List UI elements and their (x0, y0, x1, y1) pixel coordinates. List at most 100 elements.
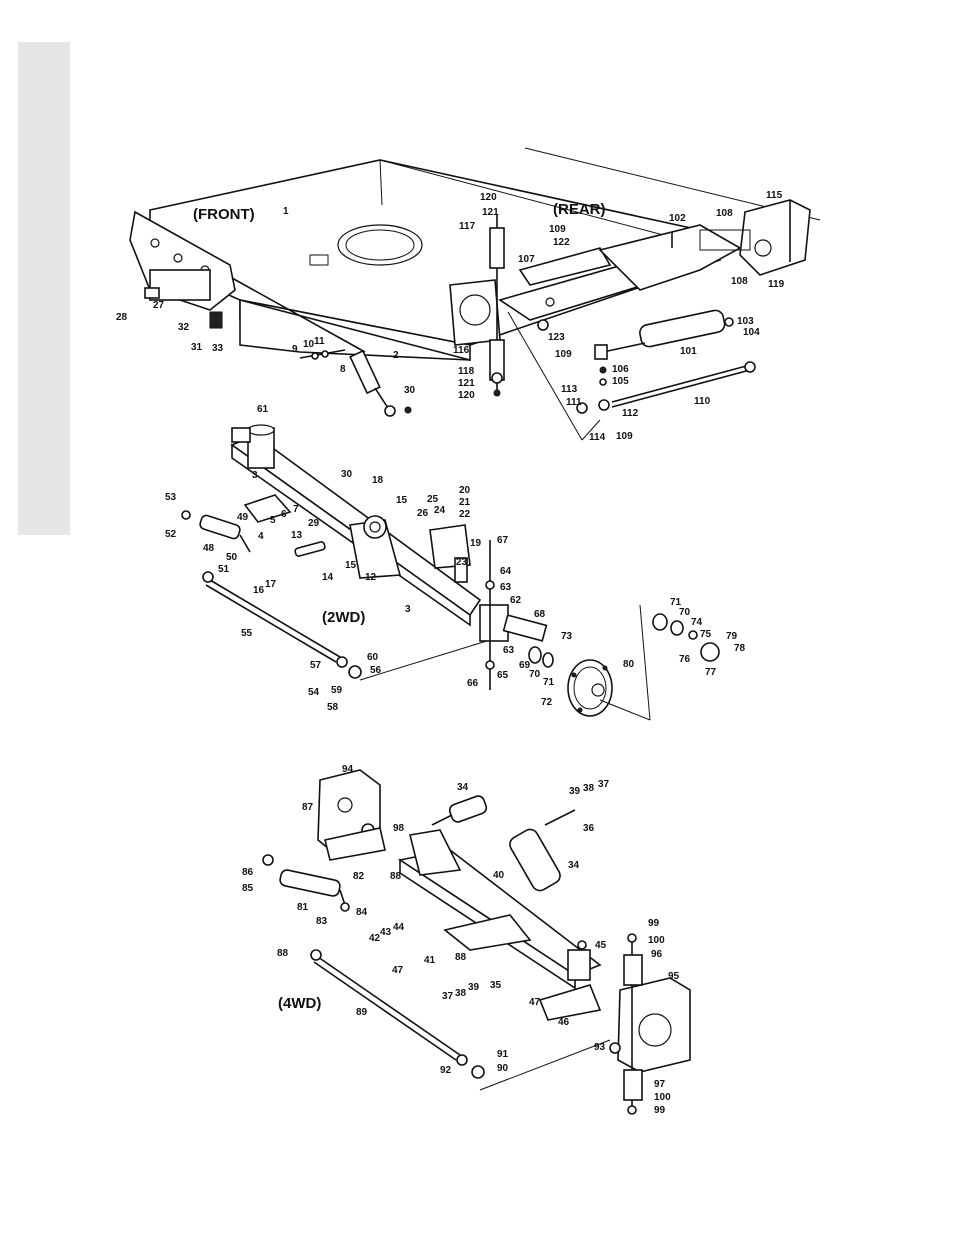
part-callout: 120 (480, 192, 497, 203)
part-callout: 67 (497, 535, 509, 546)
part-callout: 29 (308, 518, 320, 529)
callouts-middle: 3 3 4 5 6 7 12 13 14 15 15 16 17 18 19 2… (165, 404, 746, 713)
part-callout: 60 (367, 652, 379, 663)
part-callout: 77 (705, 667, 717, 678)
part-callout: 50 (226, 552, 238, 563)
part-callout: 56 (370, 665, 382, 676)
part-callout: 81 (297, 902, 309, 913)
part-callout: 118 (458, 366, 475, 377)
part-callout: 89 (356, 1007, 368, 1018)
part-callout: 14 (322, 572, 334, 583)
part-callout: 13 (291, 530, 303, 541)
part-callout: 122 (553, 237, 570, 248)
part-callout: 26 (417, 508, 429, 519)
part-callout: 80 (623, 659, 635, 670)
part-callout: 88 (455, 952, 467, 963)
page-edge-tab (18, 42, 70, 535)
part-callout: 107 (518, 254, 535, 265)
front-axle-2wd (181, 424, 482, 627)
part-callout: 22 (459, 509, 471, 520)
part-callout: 10 (303, 339, 315, 350)
part-callout: 28 (116, 312, 128, 323)
part-callout: 15 (396, 495, 408, 506)
rear-cylinder-101 (594, 309, 734, 386)
part-callout: 46 (558, 1017, 570, 1028)
part-callout: 39 (569, 786, 581, 797)
part-callout: 88 (390, 871, 402, 882)
part-callout: 18 (372, 475, 384, 486)
section-2wd-title: (2WD) (322, 609, 365, 626)
part-callout: 5 (270, 515, 276, 526)
part-callout: 35 (490, 980, 502, 991)
part-callout: 113 (561, 384, 578, 395)
part-callout: 7 (293, 504, 299, 515)
part-callout: 115 (766, 190, 783, 201)
part-callout: 64 (500, 566, 512, 577)
part-callout: 63 (500, 582, 512, 593)
section-rear-title: (REAR) (553, 201, 606, 218)
part-callout: 6 (281, 509, 287, 520)
spindle-62 (479, 540, 548, 690)
part-callout: 71 (543, 677, 555, 688)
rear-bracket-115 (699, 199, 811, 276)
part-callout: 75 (700, 629, 712, 640)
part-callout: 116 (453, 345, 470, 356)
part-callout: 105 (612, 376, 629, 387)
part-callout: 108 (716, 208, 733, 219)
steering-knuckle-95 (609, 933, 691, 1115)
part-callout: 66 (467, 678, 479, 689)
part-callout: 84 (356, 907, 368, 918)
part-callout: 72 (541, 697, 553, 708)
front-axle-4wd (397, 829, 602, 1021)
part-callout: 61 (257, 404, 269, 415)
section-4wd-title: (4WD) (278, 995, 321, 1012)
bracket-94 (317, 769, 386, 861)
part-callout: 23 (456, 557, 468, 568)
part-callout: 52 (165, 529, 177, 540)
part-callout: 58 (327, 702, 339, 713)
part-callout: 39 (468, 982, 480, 993)
part-callout: 103 (737, 316, 754, 327)
part-callout: 32 (178, 322, 190, 333)
part-callout: 104 (743, 327, 760, 338)
part-callout: 121 (482, 207, 499, 218)
part-callout: 3 (405, 604, 411, 615)
part-callout: 76 (679, 654, 691, 665)
part-callout: 96 (651, 949, 663, 960)
part-callout: 62 (510, 595, 522, 606)
part-callout: 88 (277, 948, 289, 959)
part-callout: 1 (283, 206, 289, 217)
part-callout: 25 (427, 494, 439, 505)
part-callout: 101 (680, 346, 697, 357)
part-callout: 17 (265, 579, 277, 590)
part-callout: 114 (589, 432, 606, 443)
part-callout: 123 (548, 332, 565, 343)
part-callout: 49 (237, 512, 249, 523)
part-callout: 21 (459, 497, 471, 508)
part-callout: 99 (654, 1105, 666, 1116)
tie-rod-55 (202, 571, 491, 681)
part-callout: 117 (459, 221, 476, 232)
part-callout: 33 (212, 343, 224, 354)
part-callout: 11 (314, 336, 325, 347)
part-callout: 82 (353, 871, 365, 882)
part-callout: 53 (165, 492, 177, 503)
part-callout: 112 (622, 408, 639, 419)
front-shock (231, 277, 412, 417)
rear-pivot-assembly (449, 215, 742, 397)
part-callout: 42 (369, 933, 381, 944)
part-callout: 94 (342, 764, 354, 775)
part-callout: 54 (308, 687, 320, 698)
part-callout: 37 (598, 779, 610, 790)
part-callout: 31 (191, 342, 203, 353)
part-callout: 97 (654, 1079, 666, 1090)
part-callout: 34 (568, 860, 580, 871)
part-callout: 55 (241, 628, 253, 639)
part-callout: 48 (203, 543, 215, 554)
part-callout: 121 (458, 378, 475, 389)
part-callout: 100 (648, 935, 665, 946)
part-callout: 109 (555, 349, 572, 360)
part-callout: 108 (731, 276, 748, 287)
part-callout: 15 (345, 560, 357, 571)
